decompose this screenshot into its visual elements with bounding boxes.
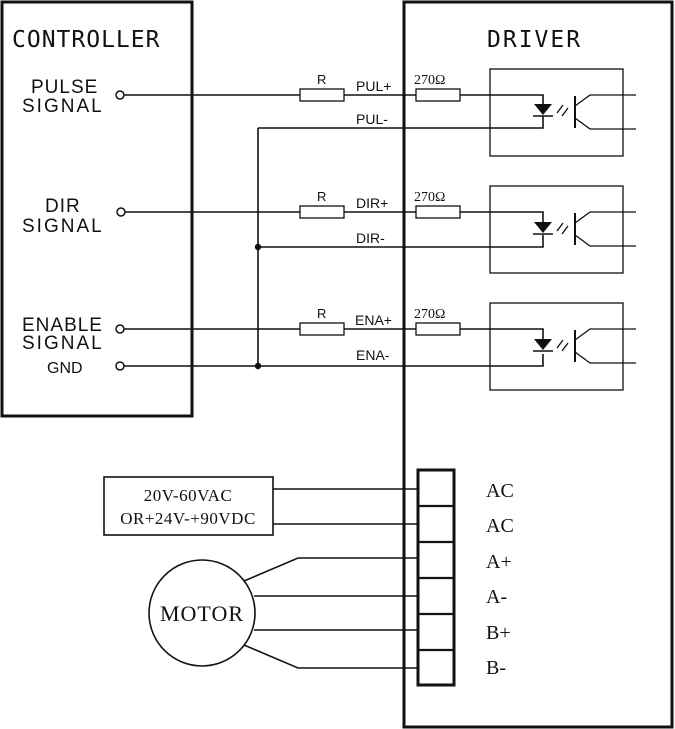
- led-diode-icon: [534, 339, 552, 350]
- ena-internal-resistor: [415, 322, 461, 336]
- ena-resistor: [299, 322, 345, 336]
- controller-block: CONTROLLER PULSE SIGNAL DIR SIGNAL ENABL…: [0, 0, 194, 418]
- dir-resistor-label: R: [317, 189, 326, 204]
- enable-signal-label-2: SIGNAL: [22, 333, 104, 354]
- optocoupler-box: [489, 68, 624, 157]
- pulse-terminal: [115, 90, 125, 100]
- driver-block: DRIVER: [402, 0, 674, 729]
- phototransistor-icon: [574, 94, 636, 130]
- light-emission-icon: [556, 339, 569, 352]
- pul-minus-wire: [258, 116, 544, 129]
- enable-terminal: [115, 324, 125, 334]
- pul-plus-label: PUL+: [356, 78, 391, 94]
- motor-wire-b-minus: [243, 644, 418, 669]
- led-diode-icon: [534, 104, 552, 115]
- dir-minus-label: DIR-: [356, 230, 385, 246]
- optocoupler-ena: [489, 302, 636, 391]
- optocoupler-box: [489, 302, 624, 391]
- pul-internal-resistor: [415, 88, 461, 102]
- controller-title: CONTROLLER: [12, 27, 160, 53]
- pul-wire-to-led: [460, 94, 544, 104]
- pulse-signal-label-1: PULSE: [31, 77, 98, 98]
- controller-box: [0, 0, 194, 418]
- ena-plus-label: ENA+: [355, 312, 392, 328]
- ena-minus-wire: [124, 354, 544, 367]
- gnd-label: GND: [47, 360, 83, 377]
- ena-internal-resistor-label: 270Ω: [414, 307, 445, 322]
- power-supply-box: [103, 476, 274, 536]
- dir-channel: R DIR+ 270Ω DIR-: [125, 189, 544, 248]
- dir-signal-label-1: DIR: [45, 196, 81, 217]
- terminal-label-b-minus: B-: [486, 657, 506, 679]
- motor: MOTOR: [148, 557, 418, 669]
- gnd-terminal: [115, 361, 125, 371]
- phototransistor-icon: [574, 328, 636, 364]
- pul-resistor: [299, 88, 345, 102]
- light-emission-icon: [556, 222, 569, 235]
- terminal-block: AC AC A+ A- B+ B-: [416, 468, 514, 687]
- optocoupler-dir: [489, 185, 636, 274]
- terminal-label-a-plus: A+: [486, 551, 512, 573]
- terminal-label-a-minus: A-: [486, 586, 507, 608]
- dir-internal-resistor-label: 270Ω: [414, 190, 445, 205]
- enable-signal-label-1: ENABLE: [22, 315, 103, 336]
- power-supply: 20V-60VAC OR+24V-+90VDC: [103, 476, 418, 536]
- pul-resistor-label: R: [317, 72, 326, 87]
- power-supply-line1: 20V-60VAC: [144, 486, 233, 505]
- ena-wire-to-led: [460, 328, 544, 339]
- dir-plus-label: DIR+: [356, 195, 388, 211]
- pul-minus-label: PUL-: [356, 111, 388, 127]
- motor-wire-a-plus: [243, 557, 418, 582]
- pul-channel: R PUL+ 270Ω PUL-: [124, 72, 544, 129]
- dir-wire-to-led: [460, 211, 544, 222]
- terminal-label-b-plus: B+: [486, 622, 511, 644]
- driver-box: [402, 0, 674, 729]
- ena-channel: R ENA+ 270Ω ENA-: [124, 306, 544, 367]
- terminal-label-ac1: AC: [486, 480, 514, 502]
- phototransistor-icon: [574, 211, 636, 247]
- dir-internal-resistor: [415, 205, 461, 219]
- motor-label: MOTOR: [160, 601, 244, 626]
- terminal-slots: [418, 504, 454, 652]
- dir-minus-wire: [258, 235, 544, 248]
- led-diode-icon: [534, 222, 552, 233]
- dir-signal-label-2: SIGNAL: [22, 216, 104, 237]
- motor-circle: [148, 559, 256, 667]
- ena-resistor-label: R: [317, 306, 326, 321]
- driver-title: DRIVER: [487, 27, 582, 53]
- dir-resistor: [299, 205, 345, 219]
- dir-terminal: [116, 207, 126, 217]
- pul-internal-resistor-label: 270Ω: [414, 73, 445, 88]
- power-supply-line2: OR+24V-+90VDC: [120, 509, 256, 528]
- pulse-signal-label-2: SIGNAL: [22, 96, 104, 117]
- terminal-label-ac2: AC: [486, 515, 514, 537]
- ena-minus-label: ENA-: [356, 347, 390, 363]
- optocoupler-box: [489, 185, 624, 274]
- optocoupler-pul: [489, 68, 636, 157]
- light-emission-icon: [556, 104, 569, 117]
